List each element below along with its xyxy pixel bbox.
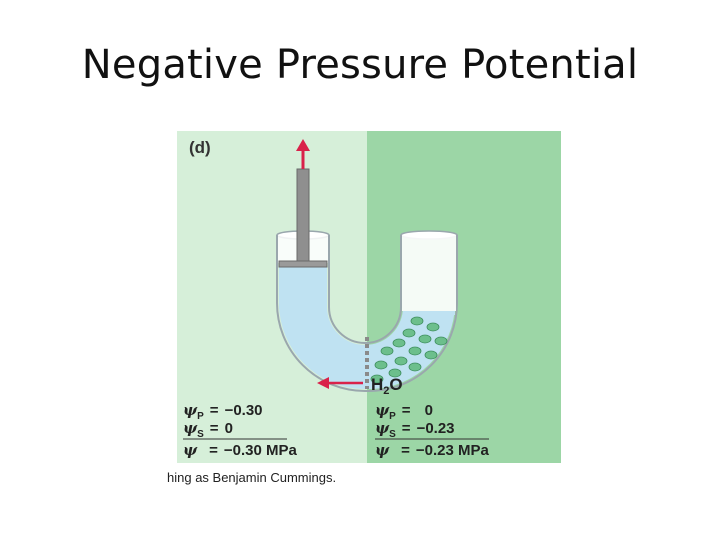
left-potentials: ψP=−0.30 ψS=0 ψ=−0.30 MPa xyxy=(183,401,298,459)
plunger-rod xyxy=(296,168,310,264)
panel-label: (d) xyxy=(189,138,211,157)
solute-particle xyxy=(374,360,388,370)
u-tube-diagram: (d) xyxy=(177,131,561,463)
water-flow-label: H2O xyxy=(371,375,403,397)
solute-particle xyxy=(392,338,406,348)
solute-particles xyxy=(370,316,448,384)
right-water-column xyxy=(403,311,455,315)
right-tube-air xyxy=(402,235,456,311)
solute-particle xyxy=(408,346,422,356)
solute-particle xyxy=(410,316,424,326)
u-tube-inner-outline xyxy=(328,235,402,344)
solute-particle xyxy=(408,362,422,372)
u-tube-outline xyxy=(276,235,458,392)
pull-arrow-head xyxy=(296,139,310,151)
right-potentials: ψP=0 ψS=−0.23 ψ=−0.23 MPa xyxy=(375,401,490,459)
left-row-total: ψ=−0.30 MPa xyxy=(183,441,298,459)
water-flow-arrow-head xyxy=(317,377,329,389)
solute-particle xyxy=(418,334,432,344)
left-water-column xyxy=(279,265,327,309)
left-row-solute: ψS=0 xyxy=(183,419,233,440)
solute-particle xyxy=(434,336,448,346)
left-row-pressure: ψP=−0.30 xyxy=(183,401,263,422)
right-background xyxy=(367,131,561,463)
right-row-solute: ψS=−0.23 xyxy=(375,419,455,440)
plunger-head xyxy=(278,260,328,268)
solute-particle xyxy=(370,374,384,384)
right-row-total: ψ=−0.23 MPa xyxy=(375,441,490,459)
right-row-pressure: ψP=0 xyxy=(375,401,433,422)
solute-particle xyxy=(426,322,440,332)
solute-particle xyxy=(380,346,394,356)
solute-particle xyxy=(394,356,408,366)
left-background xyxy=(177,131,367,463)
solute-particle xyxy=(388,368,402,378)
solute-particle xyxy=(402,328,416,338)
solute-particle xyxy=(424,350,438,360)
diagram-canvas: (d) xyxy=(177,131,561,463)
image-credit: hing as Benjamin Cummings. xyxy=(167,470,337,485)
slide-title: Negative Pressure Potential xyxy=(81,42,639,88)
